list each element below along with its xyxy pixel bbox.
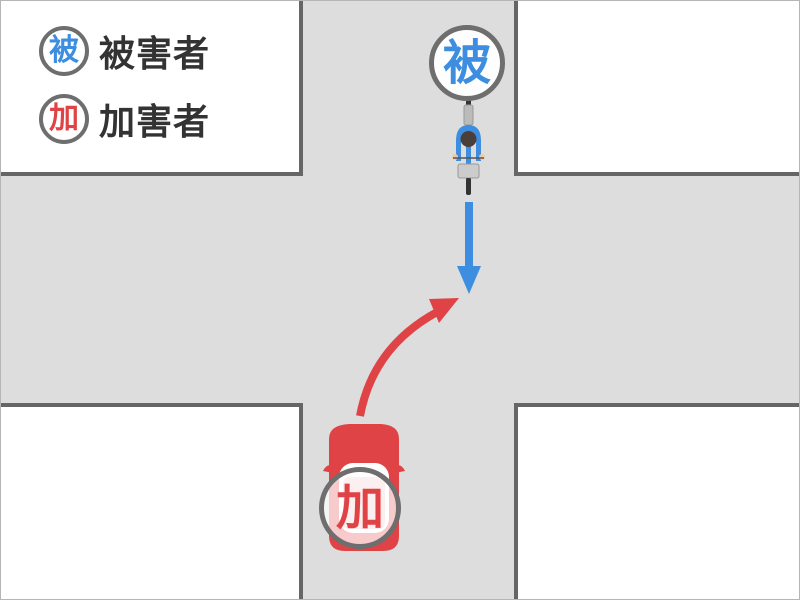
victim-marker-icon: 被 — [429, 25, 505, 101]
victim-badge-icon: 被 — [39, 26, 89, 76]
block-bottom-left — [1, 403, 303, 599]
legend-label-victim: 被害者 — [99, 34, 211, 75]
legend-item-victim: 被 被害者 — [39, 25, 210, 77]
block-top-right — [514, 1, 799, 176]
legend-item-offender: 加 加害者 — [39, 93, 210, 145]
offender-marker-icon: 加 — [319, 467, 401, 549]
block-bottom-right — [514, 403, 799, 599]
offender-badge-icon: 加 — [39, 94, 89, 144]
bicycle-icon — [452, 95, 485, 195]
legend: 被 被害者 加 加害者 — [39, 25, 210, 161]
victim-path-arrow — [457, 202, 481, 294]
legend-label-offender: 加害者 — [99, 102, 211, 143]
offender-path-arrow — [356, 298, 459, 417]
